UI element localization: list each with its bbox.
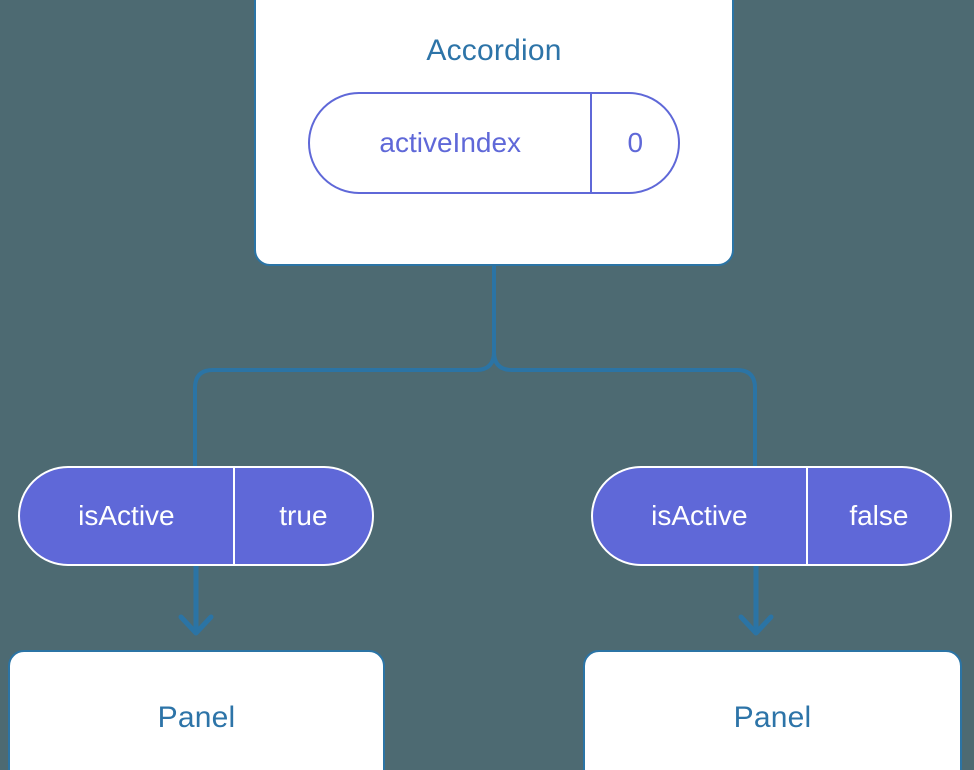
panel-component-label: Panel xyxy=(733,701,812,734)
prop-pill-is-active-true[interactable]: isActive true xyxy=(18,466,374,566)
edge-accordion-to-branches xyxy=(193,264,496,468)
panel-component-card-right[interactable]: Panel xyxy=(583,650,962,770)
state-pill-active-index[interactable]: activeIndex 0 xyxy=(308,92,680,194)
accordion-component-label: Accordion xyxy=(426,34,562,67)
prop-pill-key: isActive xyxy=(78,500,175,531)
edge-accordion-to-branches-right xyxy=(492,350,757,468)
prop-pill-key: isActive xyxy=(651,500,748,531)
panel-component-card-left[interactable]: Panel xyxy=(8,650,385,770)
state-pill-key: activeIndex xyxy=(379,127,522,158)
state-pill-value: 0 xyxy=(590,94,678,192)
accordion-component-card[interactable]: Accordion activeIndex 0 xyxy=(254,0,734,266)
arrowhead-right-icon xyxy=(738,614,774,636)
prop-pill-value: false xyxy=(805,468,950,564)
prop-pill-value: true xyxy=(232,468,372,564)
arrowhead-left-icon xyxy=(178,614,214,636)
prop-pill-is-active-false[interactable]: isActive false xyxy=(591,466,952,566)
panel-component-label: Panel xyxy=(157,701,236,734)
